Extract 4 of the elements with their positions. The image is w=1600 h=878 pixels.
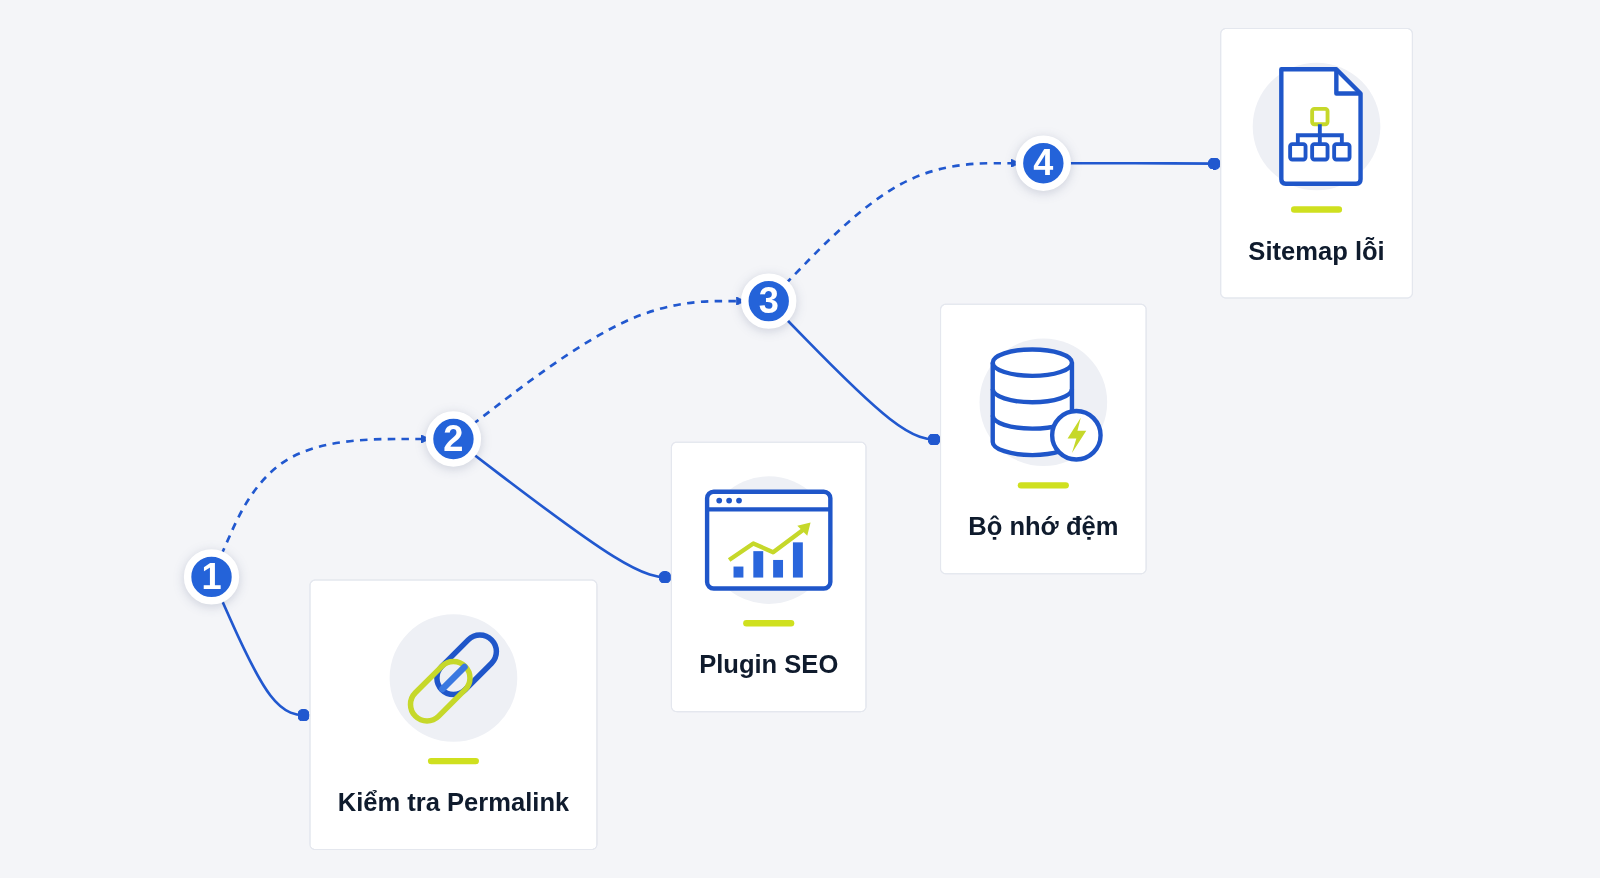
- node-circle: 2: [425, 411, 482, 467]
- node-circle: 4: [1015, 135, 1071, 191]
- node-circle: 3: [741, 273, 797, 329]
- node-circle: 1: [183, 549, 240, 605]
